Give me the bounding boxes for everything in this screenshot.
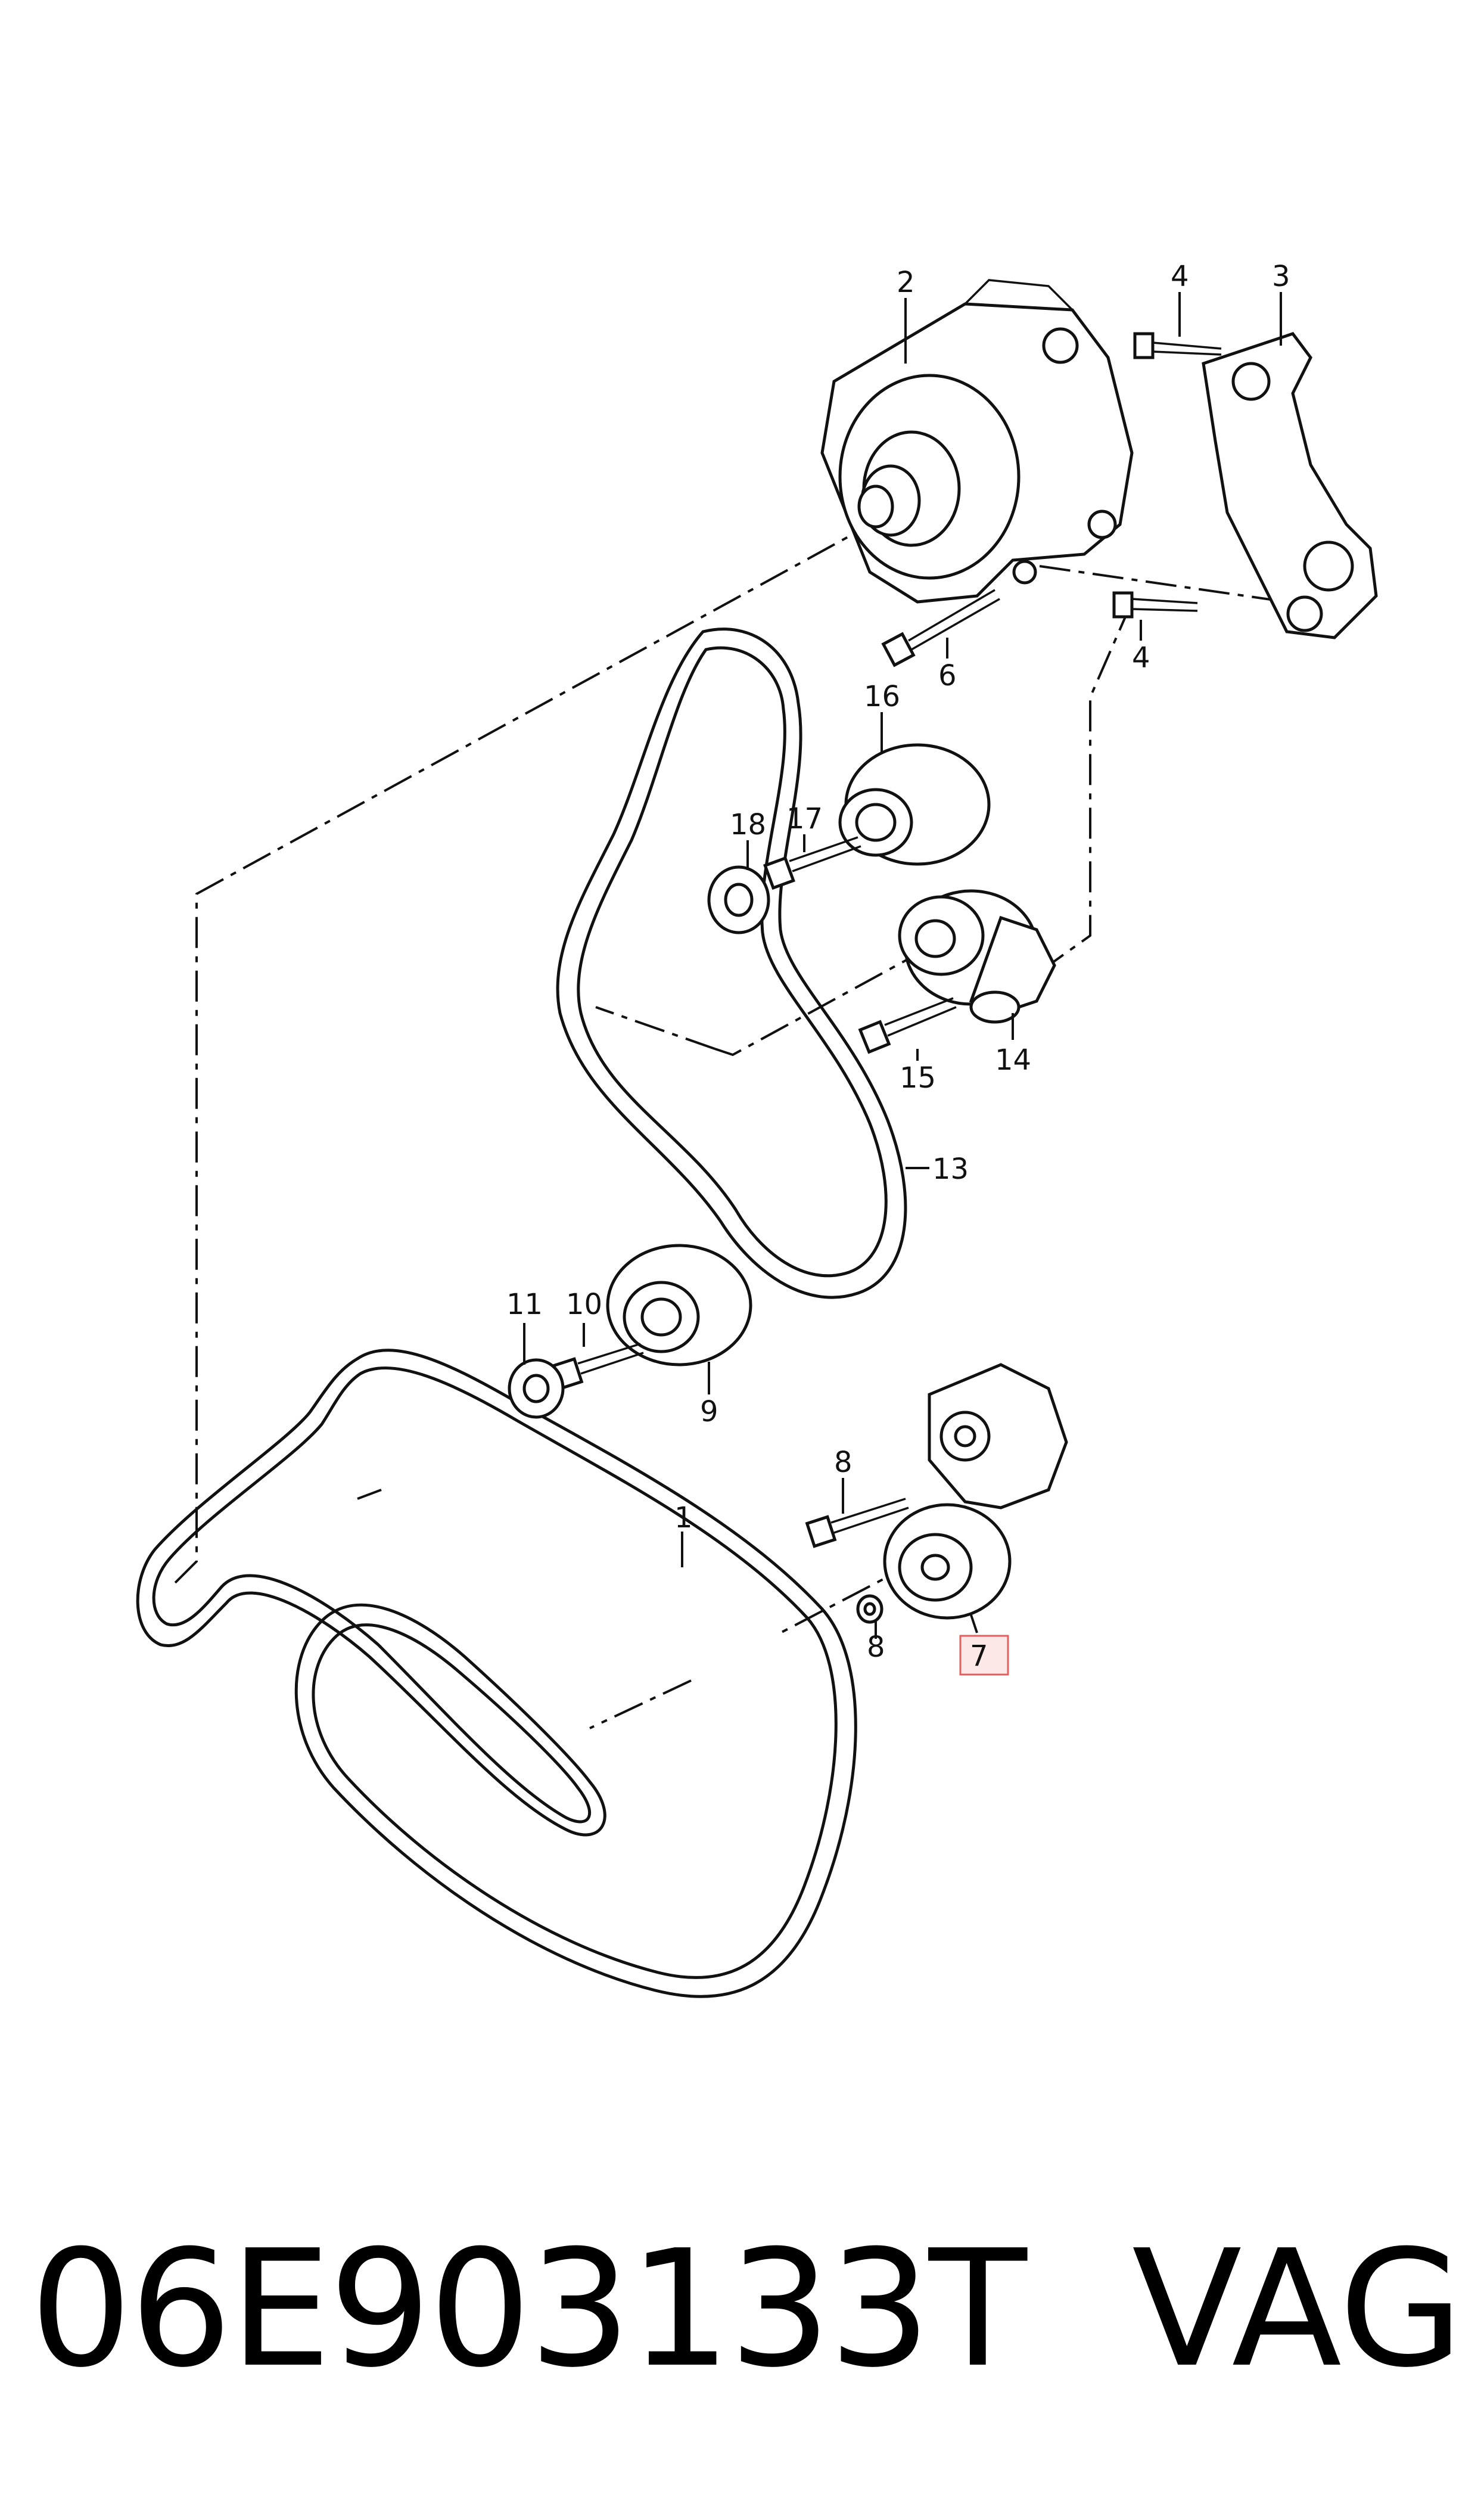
callout-leaders (523, 292, 1282, 1639)
callout-4-lower: 4 (1132, 641, 1150, 675)
bolt-4-upper (1133, 332, 1222, 359)
bolt-15 (858, 997, 957, 1054)
poly-v-belt-13 (556, 628, 907, 1299)
bolt-8-upper (805, 1498, 909, 1548)
callout-14: 14 (995, 1043, 1031, 1077)
callout-17: 17 (786, 802, 823, 835)
callout-labels: 1 2 3 4 4 6 7 8 8 9 10 11 13 14 15 16 17… (506, 260, 1290, 1676)
callout-3: 3 (1272, 260, 1290, 293)
bolt-17 (763, 836, 861, 890)
tensioner-14 (898, 889, 1056, 1024)
callout-7: 7 (970, 1639, 988, 1673)
callout-8-upper: 8 (834, 1446, 853, 1479)
caption: 06E903133T VAG (30, 2229, 1471, 2408)
poly-v-belt-1 (136, 1349, 857, 1998)
bolt-10 (552, 1343, 644, 1390)
callout-7-highlight-box (959, 1635, 1009, 1676)
alternator-2 (820, 279, 1134, 604)
washer-18 (707, 865, 770, 934)
callout-11: 11 (506, 1288, 543, 1321)
belt-tensioner-7 (883, 1363, 1068, 1620)
callout-16: 16 (864, 680, 900, 713)
bolt-6 (881, 589, 1000, 667)
bolt-4-lower (1112, 591, 1198, 619)
brand-name: VAG (1132, 2215, 1464, 2403)
bracket-3 (1202, 332, 1378, 639)
callout-8-lower: 8 (867, 1630, 885, 1664)
assembly-lines (172, 517, 1287, 1729)
washer-8-lower (856, 1594, 883, 1624)
idler-pulley-9 (606, 1244, 752, 1366)
callout-10: 10 (566, 1288, 602, 1321)
callout-2: 2 (897, 266, 915, 299)
callout-6: 6 (938, 659, 957, 692)
callout-9: 9 (700, 1395, 718, 1428)
callout-4-upper: 4 (1171, 260, 1189, 293)
callout-18: 18 (730, 808, 766, 841)
washer-11 (508, 1358, 565, 1419)
callout-1: 1 (674, 1501, 693, 1535)
part-number: 06E903133T (30, 2215, 1027, 2403)
callout-13: 13 (932, 1153, 969, 1186)
idler-pulley-16 (838, 743, 991, 866)
callout-15: 15 (900, 1061, 936, 1095)
